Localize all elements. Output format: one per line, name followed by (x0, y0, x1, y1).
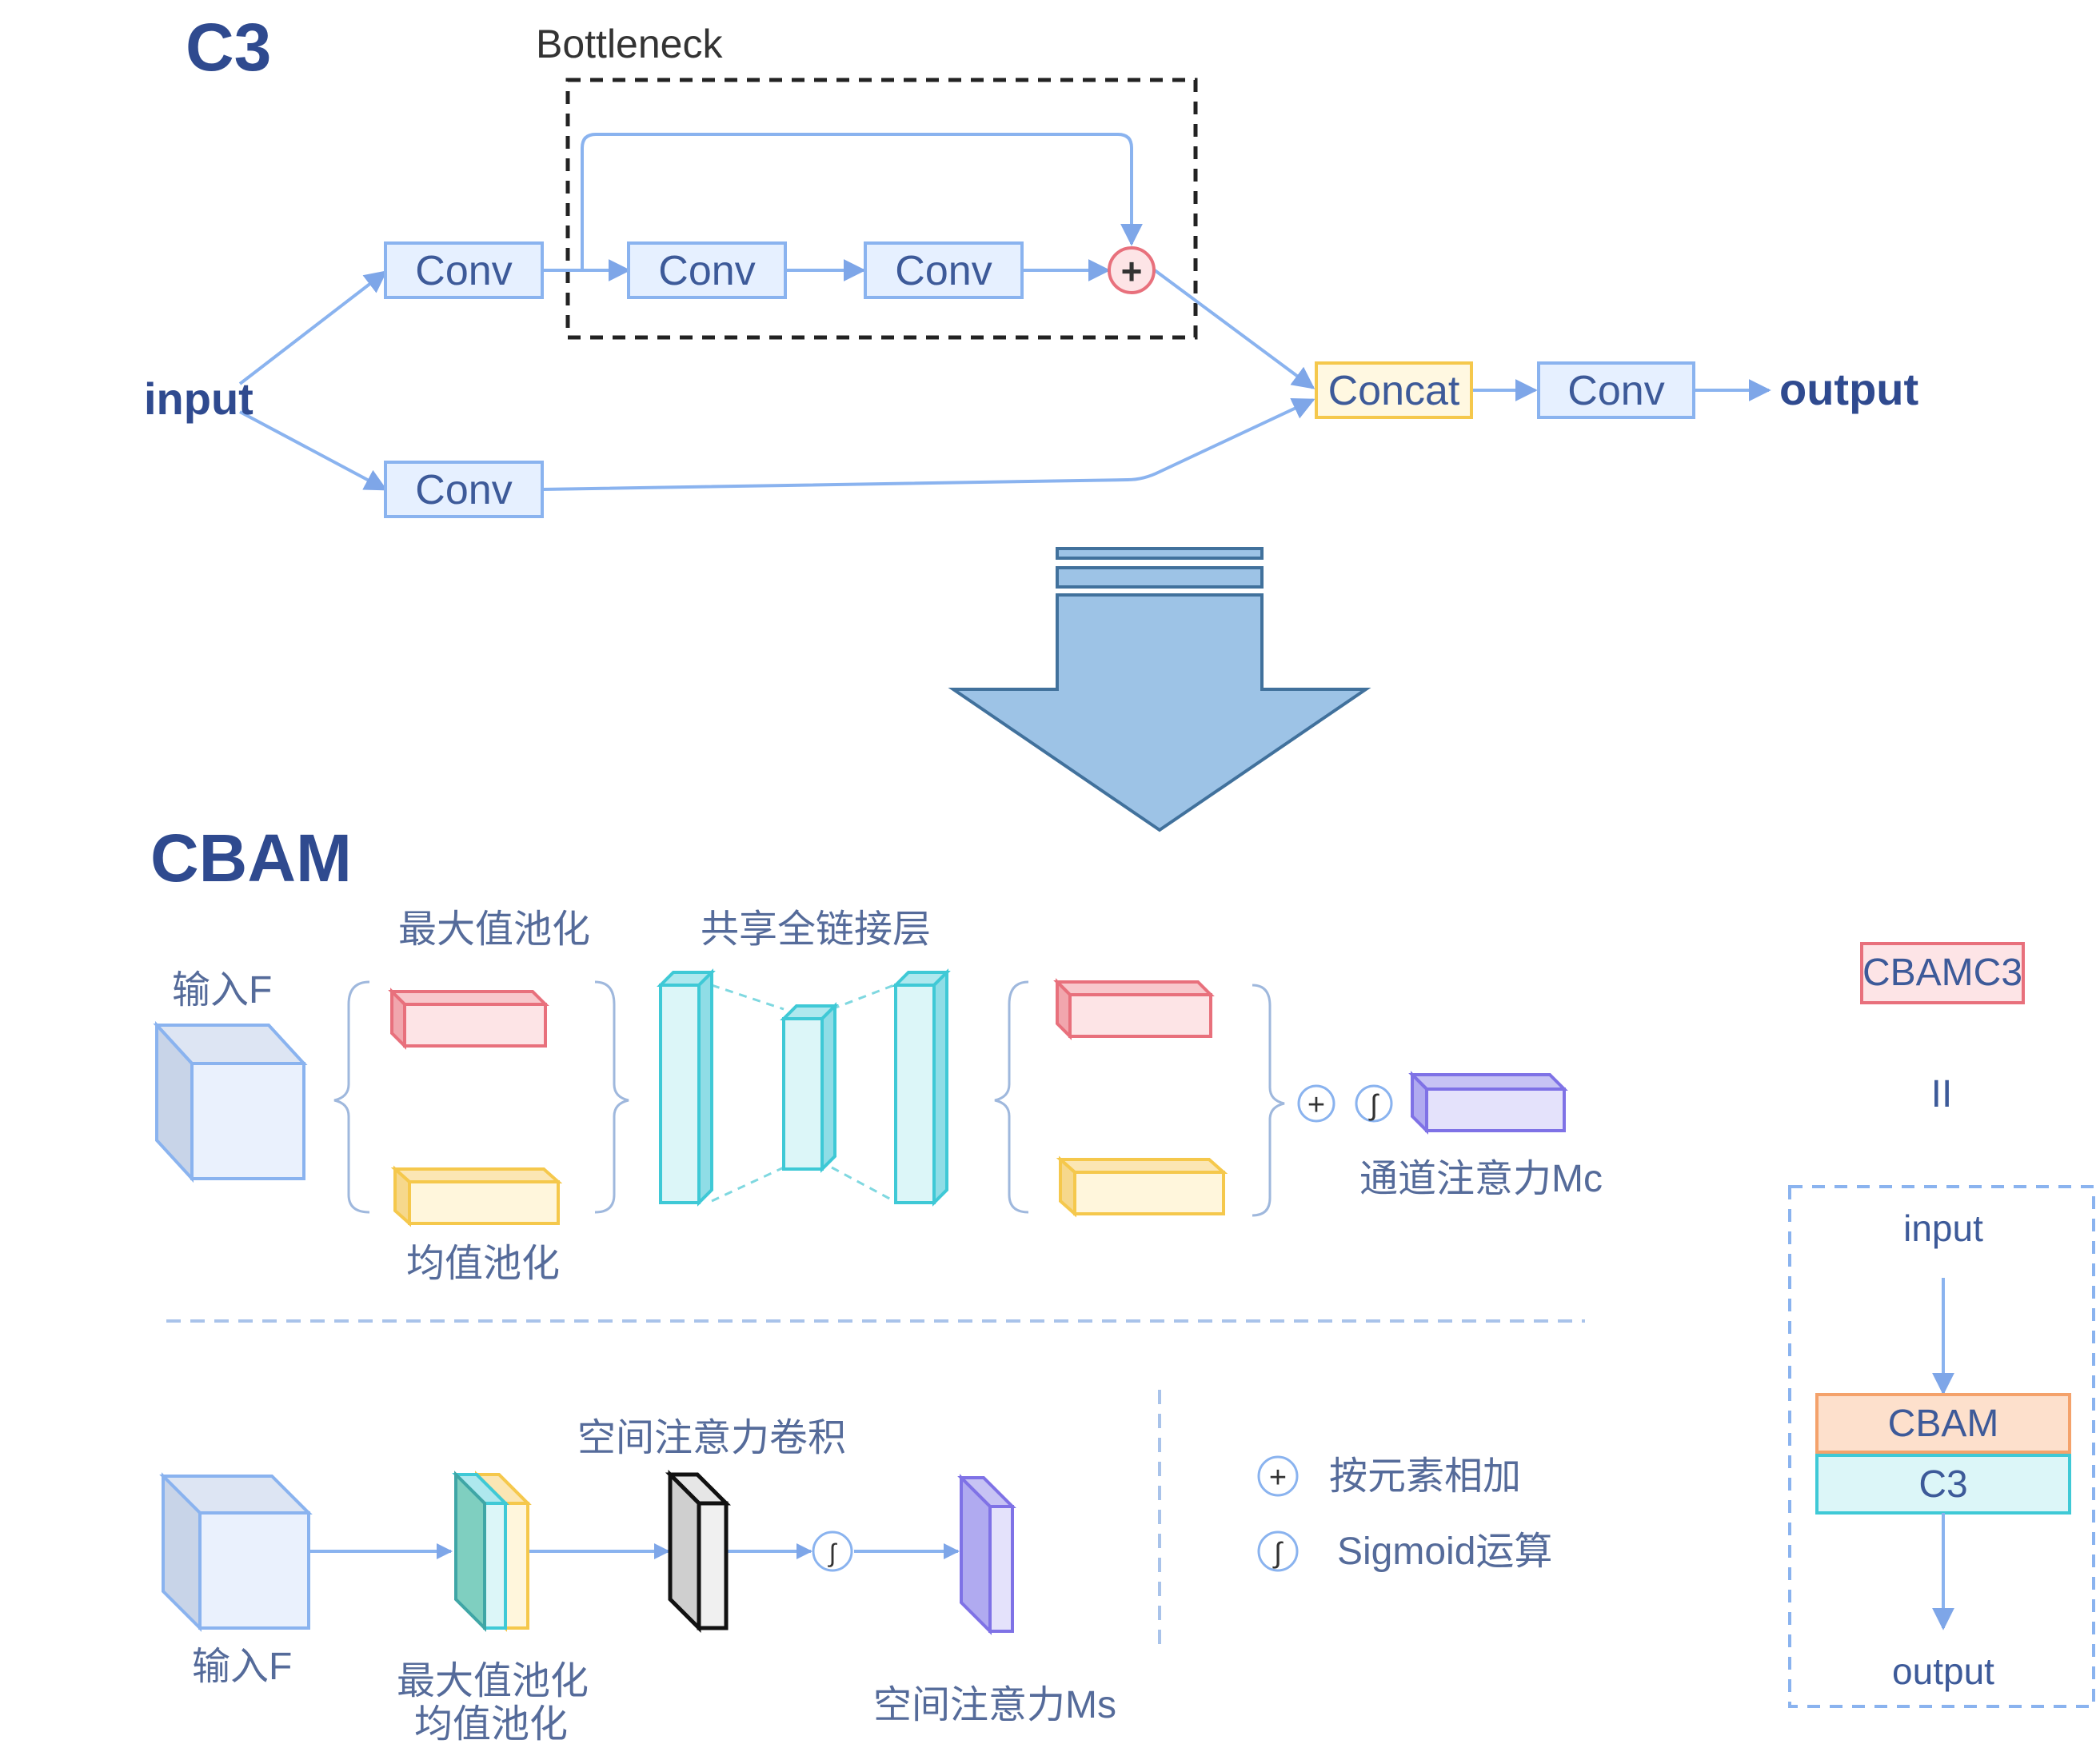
right-brace-2 (1252, 984, 1285, 1217)
left-brace (333, 980, 370, 1214)
channel-add-symbol: + (1308, 1088, 1325, 1122)
residual-add-symbol: + (1121, 250, 1143, 292)
spatial-sigmoid-icon (812, 1530, 853, 1572)
cbamc3-structure-box (1788, 1185, 2095, 1708)
avgpool-block (390, 1165, 563, 1227)
c3-conv-top-box (384, 241, 544, 299)
cbamc3-section: CBAMC3 II input CBAM C3 output (1788, 942, 2095, 1708)
channel-add-icon (1297, 1084, 1335, 1123)
spatial-conv-label: 空间注意力卷积 (577, 1417, 846, 1459)
spatial-attention: 输入F 最大值池化 均值池化 空间注意力卷积 ∫ (159, 1417, 1116, 1746)
legend-add-symbol: + (1269, 1461, 1287, 1495)
edge-input-conv-bottom (239, 410, 388, 491)
spatial-pool-block (452, 1471, 532, 1632)
transform-down-arrow (948, 547, 1371, 832)
mlp-maxpool-output-block (1053, 978, 1215, 1040)
concat-box (1315, 361, 1473, 419)
c3-input-label: input (144, 373, 254, 424)
c3-title: C3 (186, 10, 271, 85)
edge-input-conv-top (238, 270, 388, 385)
bottleneck-conv2-label: Conv (895, 248, 992, 294)
bottleneck-box (565, 78, 1198, 340)
right-brace-1 (594, 980, 629, 1214)
cbamc3-title: CBAMC3 (1862, 952, 2022, 994)
c3-conv-final-box (1537, 361, 1695, 419)
cbamc3-output-label: output (1892, 1650, 1994, 1692)
left-brace-2 (994, 980, 1029, 1214)
residual-add-icon (1108, 246, 1156, 294)
edge-residual-skip (581, 133, 1143, 270)
c3-conv-bottom-box (384, 461, 544, 518)
avgpool-label: 均值池化 (406, 1243, 560, 1285)
spatial-input-label: 输入F (192, 1646, 292, 1688)
c3-conv-final-label: Conv (1567, 368, 1664, 414)
maxpool-block (388, 988, 549, 1050)
spatial-attention-output-block (957, 1474, 1016, 1635)
legend: + 按元素相加 ∫ Sigmoid运算 (1257, 1455, 1552, 1573)
bottleneck-label: Bottleneck (536, 22, 723, 66)
spatial-output-label: 空间注意力Ms (873, 1684, 1116, 1726)
channel-attention-output-block (1408, 1071, 1568, 1135)
c3-conv-bottom-label: Conv (415, 467, 512, 513)
shared-mlp (657, 968, 951, 1207)
channel-sigmoid-icon (1355, 1084, 1393, 1123)
cbamc3-c3-label: C3 (1918, 1463, 1967, 1506)
legend-add-text: 按元素相加 (1329, 1455, 1521, 1498)
bottleneck-conv1-box (627, 241, 787, 299)
c3-conv-top-label: Conv (415, 248, 512, 294)
c3-output-label: output (1779, 364, 1918, 414)
legend-sigmoid-text: Sigmoid运算 (1337, 1530, 1552, 1573)
shared-mlp-label: 共享全链接层 (701, 908, 931, 951)
cbamc3-equals: II (1931, 1073, 1953, 1115)
cbam-section: CBAM 输入F 最大值池化 均值池化 共享全链接层 (150, 820, 1603, 1746)
channel-attention: 输入F 最大值池化 均值池化 共享全链接层 (153, 908, 1603, 1285)
legend-add-icon (1257, 1455, 1299, 1497)
mlp-avgpool-output-block (1056, 1155, 1228, 1218)
legend-sigmoid-symbol: ∫ (1272, 1536, 1284, 1569)
bottleneck-conv2-box (864, 241, 1024, 299)
cbamc3-cbam-label: CBAM (1888, 1403, 1999, 1445)
channel-input-label: 输入F (172, 969, 272, 1012)
cbam-title: CBAM (150, 820, 352, 896)
legend-sigmoid-icon (1257, 1530, 1299, 1572)
channel-input-cube (153, 1020, 308, 1183)
cbamc3-input-label: input (1903, 1207, 1983, 1249)
spatial-sigmoid-symbol: ∫ (828, 1538, 838, 1567)
cbamc3-title-box (1860, 942, 2025, 1004)
spatial-pool-label-line1: 最大值池化 (397, 1660, 589, 1702)
channel-sigmoid-symbol: ∫ (1368, 1088, 1379, 1121)
spatial-input-cube (159, 1472, 313, 1632)
spatial-conv-block (665, 1469, 732, 1634)
edge-conv-bottom-concat (541, 398, 1315, 491)
edge-add-concat (1153, 269, 1315, 389)
channel-output-label: 通道注意力Mc (1359, 1158, 1603, 1200)
concat-label: Concat (1328, 368, 1460, 414)
c3-section: C3 Bottleneck input Conv Conv Conv Conv … (144, 10, 1918, 518)
spatial-pool-label-line2: 均值池化 (414, 1703, 568, 1746)
maxpool-label: 最大值池化 (398, 908, 590, 951)
cbamc3-cbam-block (1815, 1393, 2071, 1454)
bottleneck-conv1-label: Conv (658, 248, 755, 294)
